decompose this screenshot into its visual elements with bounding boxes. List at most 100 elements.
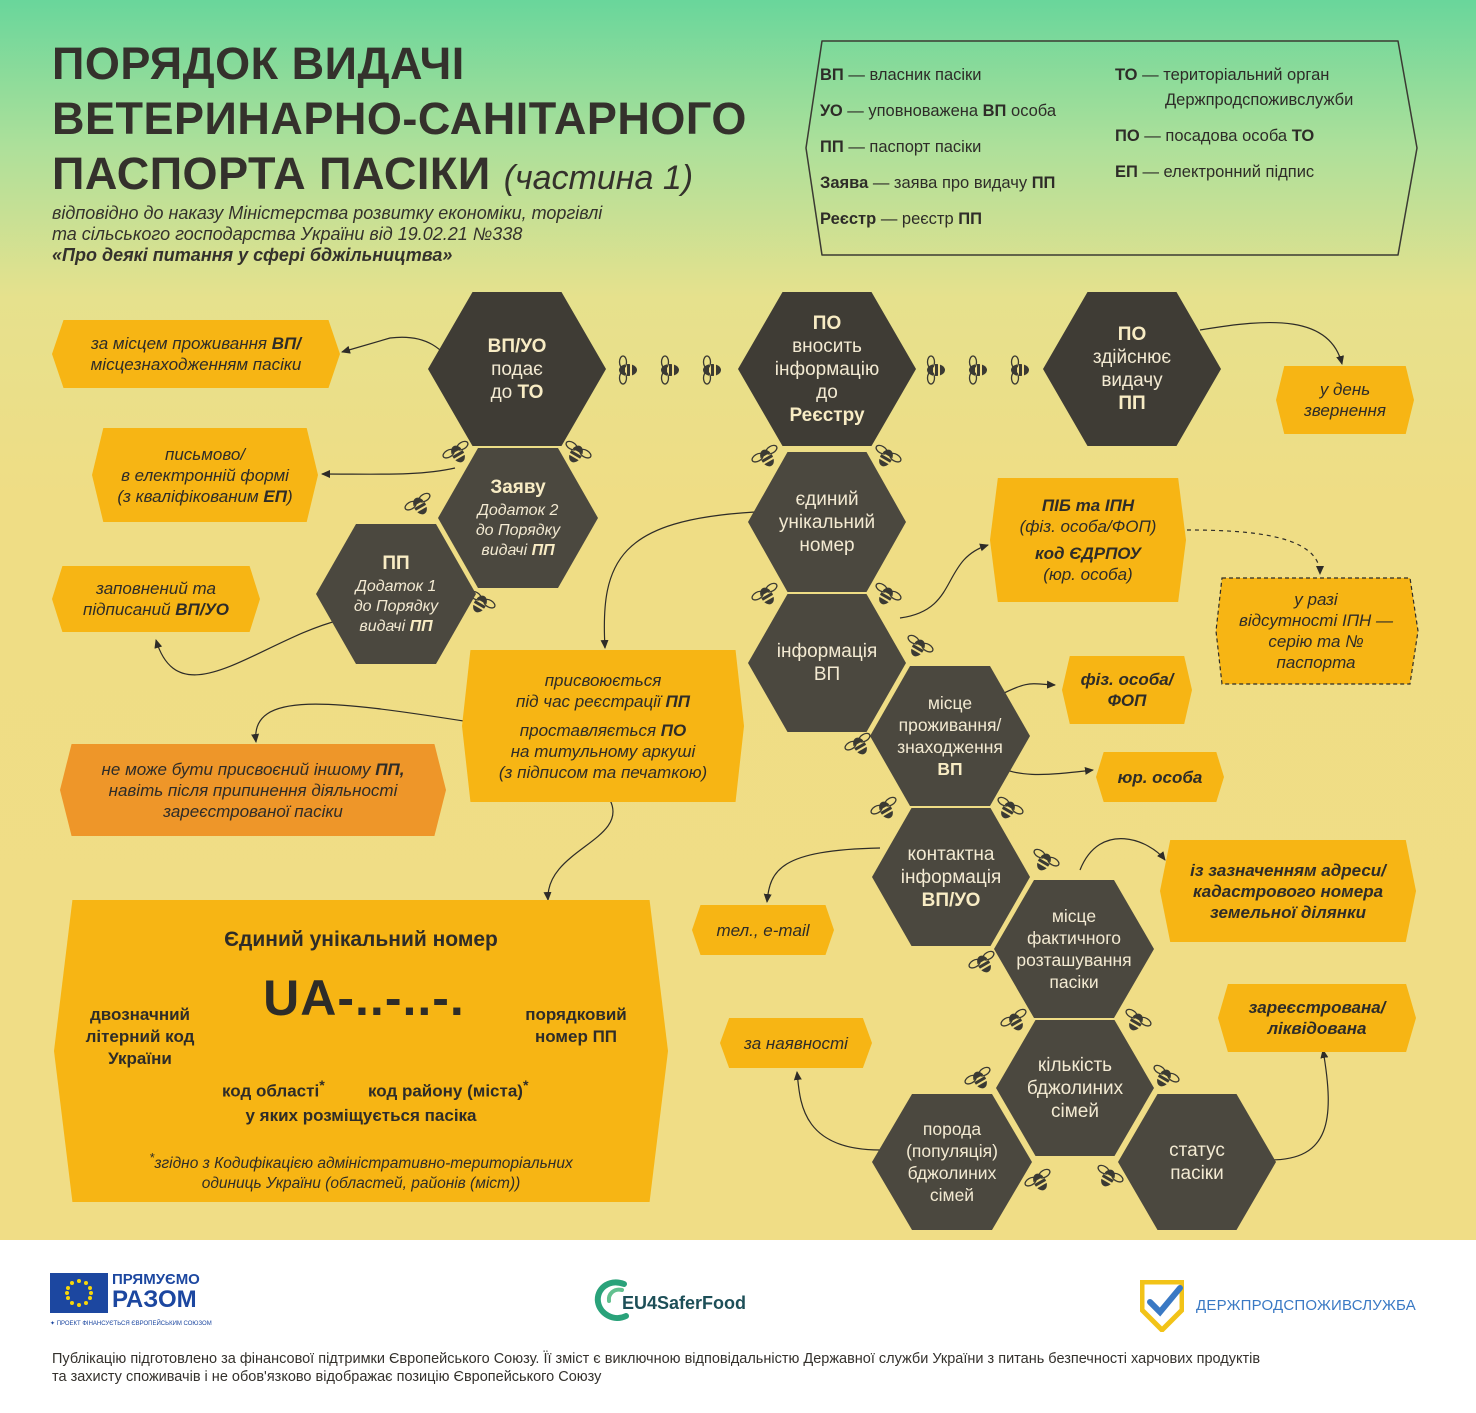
box-prysvoiuietsia-l3b: ПО: [660, 720, 687, 740]
hex-pp-l4a: видачі: [359, 618, 406, 635]
subtitle: відповідно до наказу Міністерства розвит…: [52, 203, 602, 266]
title-line-3: ПАСПОРТА ПАСІКИ (частина 1): [52, 146, 747, 206]
box-prysvoiuietsia-l5: (з підписом та печаткою): [498, 762, 708, 782]
hex-zaiavu-l4a: видачі: [481, 542, 528, 559]
box-zareiestr-l1: зареєстрована/: [1248, 998, 1386, 1017]
hex-status: статус пасіки: [1118, 1094, 1276, 1230]
box-ne-mozhe-l3: зареєстрованої пасіки: [163, 801, 343, 821]
bee-icon-15: [900, 632, 936, 664]
hex-kontakt-l2: інформація: [900, 866, 1002, 888]
box-pib-l1-wrap: ПІБ та ІПН: [1042, 495, 1134, 516]
hex-po-zdiisniue-l2: здійснює: [1092, 347, 1172, 368]
box-ne-mozhe: не може бути присвоєний іншому ПП, навіт…: [60, 744, 446, 836]
box-u-razi-l3: серію та №: [1268, 632, 1364, 651]
bee-icon-20: [966, 948, 1002, 980]
hex-zaiavu-l4: видачі ПП: [481, 541, 554, 561]
bee-icon-4: [926, 355, 946, 385]
glossary-uo-abbr: УО: [820, 102, 843, 120]
unique-number-code: UA-..-..-.: [263, 970, 465, 1026]
hex-po-vnosyt-l3: інформацію: [774, 358, 880, 380]
hex-vpuo-l2: подає: [491, 358, 543, 380]
box-zareiestr-l2: ліквідована: [1267, 1019, 1367, 1038]
bee-icon-21: [998, 1006, 1034, 1038]
bee-icon-26: [1090, 1162, 1126, 1194]
hex-vpuo-l4: ТО: [517, 381, 544, 403]
box-za-naiavnosti: за наявності: [720, 1018, 872, 1068]
bee-icon-1: [618, 355, 638, 385]
glossary-zayava-abbr: Заява: [820, 174, 869, 192]
hex-unique-l2: унікальний: [778, 511, 876, 533]
glossary-po-abbr2: ТО: [1291, 127, 1315, 145]
hex-po-vnosyt-l2: вносить: [792, 335, 862, 357]
hex-misce: місце проживання/ знаходження ВП: [870, 666, 1030, 806]
glossary-zayava: Заява — заява про видачу ПП: [820, 174, 1055, 193]
glossary-uo-text2: особа: [1011, 102, 1057, 120]
unique-number-left: двозначний літерний код України: [70, 1004, 210, 1070]
title-line-2: ВЕТЕРИНАРНО-САНІТАРНОГО: [52, 93, 747, 144]
unique-number-note-l2: одиниць України (областей, районів (міст…: [201, 1175, 521, 1193]
box-prysvoiuietsia-l2: під час реєстрації ПП: [516, 691, 690, 712]
glossary-uo-abbr2: ВП: [982, 102, 1007, 120]
unique-number-raion-star: *: [522, 1078, 529, 1094]
unique-number-right-l1: порядковий: [525, 1005, 627, 1024]
eu-logo-text-2: РАЗОМ: [112, 1286, 197, 1313]
glossary-vp-abbr: ВП: [820, 66, 844, 84]
bee-icon-5: [968, 355, 988, 385]
bee-icon-6: [1010, 355, 1030, 385]
unique-number-right-l2: номер ПП: [506, 1026, 646, 1048]
disclaimer: Публікацію підготовлено за фінансової пі…: [52, 1350, 1452, 1386]
box-adresa-l1: із зазначенням адреси/: [1190, 860, 1386, 880]
hex-poroda-l1: порода: [922, 1119, 982, 1139]
box-fiz-l2: ФОП: [1107, 691, 1147, 710]
unique-number-right-l2b: ПП: [592, 1027, 617, 1046]
hex-po-vnosyt-l5: Реєстру: [789, 404, 865, 426]
glossary-to-line2: Держпродспоживслужби: [1165, 91, 1354, 109]
box-misc-prozh-l1a: за місцем проживання: [91, 334, 267, 353]
hex-info-vp-l2: ВП: [813, 664, 841, 685]
box-u-den-l1: у день: [1319, 380, 1371, 399]
glossary-vp: ВП — власник пасіки: [820, 66, 982, 85]
box-prysvoiuietsia-l2b: ПП: [665, 691, 690, 711]
hex-pp-l3: до Порядку: [353, 598, 439, 615]
hex-pp-l2: Додаток 1: [355, 578, 437, 595]
bee-icon-17: [868, 794, 904, 826]
box-prysvoiuietsia: присвоюється під час реєстрації ПП прост…: [462, 650, 744, 802]
hex-zaiavu-l1: Заяву: [490, 477, 546, 498]
box-pysmovo-l3b: ЕП: [263, 486, 287, 506]
box-pysmovo-l1: письмово/: [164, 444, 246, 464]
glossary-frame: [805, 40, 1418, 256]
box-ne-mozhe-l1: не може бути присвоєний іншому ПП,: [102, 759, 405, 780]
bee-icon-19: [1026, 846, 1062, 878]
box-ne-mozhe-l1a: не може бути присвоєний іншому: [101, 759, 371, 779]
unique-number-note-l1: *згідно з Кодифікацією адміністративно-т…: [54, 1148, 668, 1174]
glossary-po: ПО — посадова особа ТО: [1115, 127, 1314, 146]
box-misc-prozh-l1b: ВП/: [271, 334, 301, 353]
hex-status-l2: пасіки: [1170, 1163, 1224, 1184]
bee-icon-14: [868, 580, 904, 612]
box-zapovnenyi-l2b: ВП/УО: [175, 600, 230, 619]
subtitle-line-3-bold: «Про деякі питання у сфері бджільництва»: [52, 245, 453, 265]
glossary-ep-abbr: ЕП: [1115, 163, 1138, 181]
unique-number-oblast-star: *: [319, 1078, 325, 1094]
box-ne-mozhe-l2: навіть після припинення діяльності: [108, 780, 398, 800]
subtitle-line-1: відповідно до наказу Міністерства розвит…: [52, 203, 603, 223]
glossary-pp: ПП — паспорт пасіки: [820, 138, 981, 157]
box-zapovnenyi-l2: підписаний ВП/УО: [83, 599, 229, 620]
hex-poroda-l4: сімей: [929, 1185, 975, 1205]
glossary-pp-abbr: ПП: [820, 138, 844, 156]
bee-icon-3: [702, 355, 722, 385]
bee-icon-23: [962, 1064, 998, 1096]
box-u-den: у день звернення: [1276, 366, 1414, 434]
hex-kontakt-l1: контактна: [907, 843, 995, 865]
hex-po-zdiisniue-l1: ПО: [1117, 324, 1147, 345]
box-misc-prozh-l1: за місцем проживання ВП/: [91, 333, 301, 354]
unique-number-note-star: *: [149, 1150, 155, 1165]
unique-number-heading: Єдиний унікальний номер: [224, 928, 498, 951]
hex-zaiavu-l2: Додаток 2: [477, 502, 559, 519]
box-zapovnenyi-l2a: підписаний: [82, 600, 171, 619]
box-fiz: фіз. особа/ ФОП: [1062, 656, 1192, 724]
box-prysvoiuietsia-l2a: під час реєстрації: [516, 691, 661, 711]
hex-status-l1: статус: [1169, 1140, 1225, 1161]
box-prysvoiuietsia-l1: присвоюється: [544, 670, 662, 690]
box-pib-l3: код ЄДРПОУ: [1035, 544, 1141, 563]
